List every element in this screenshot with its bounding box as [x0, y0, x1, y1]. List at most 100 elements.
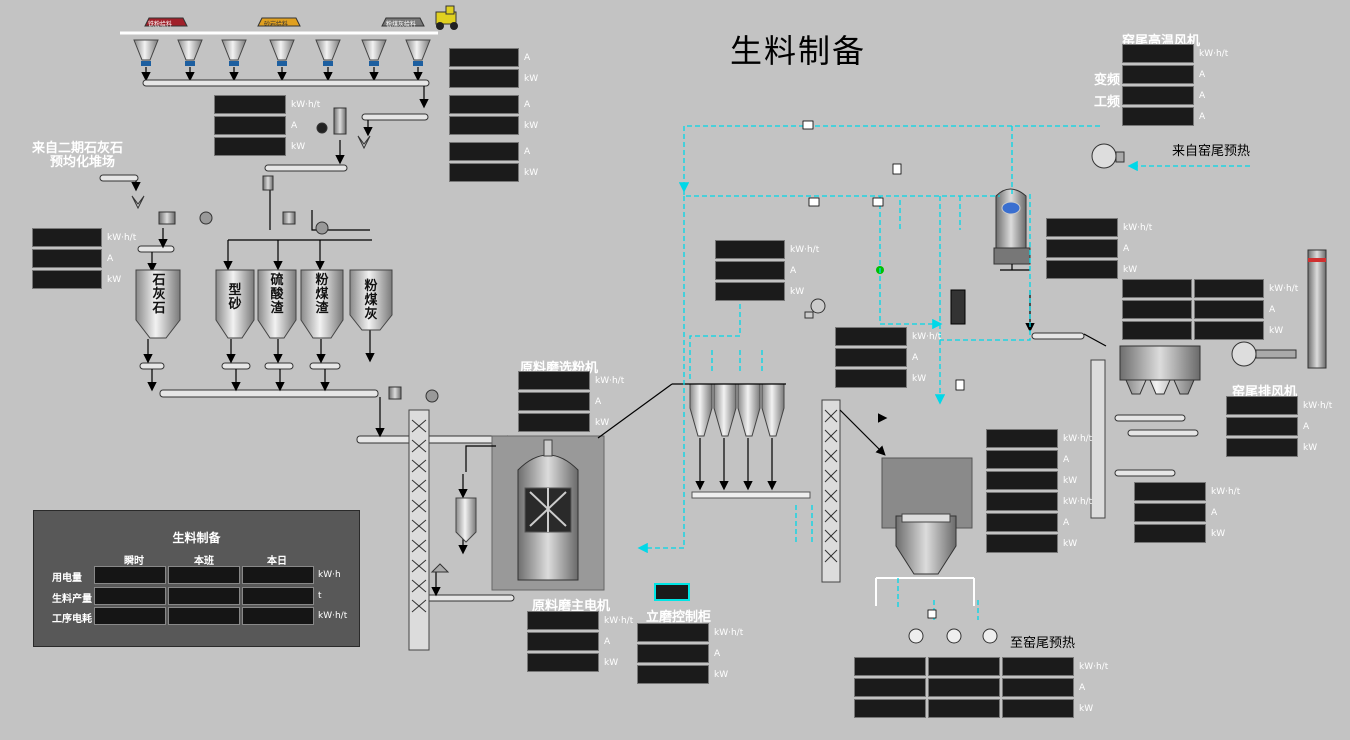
readout-row: kW·h/t [32, 228, 136, 247]
readout-cell [449, 69, 519, 88]
readout-unit: A [1303, 421, 1310, 432]
readout-cell [449, 163, 519, 182]
readout-row: kW [1046, 260, 1152, 279]
readout-unit: kW [524, 167, 539, 178]
readout-unit: A [1199, 69, 1206, 80]
readout-row: A [518, 392, 624, 411]
readout-cell [928, 699, 1000, 718]
readout-cell [214, 116, 286, 135]
summary-row-label: 生料产量 [52, 594, 92, 605]
readout-cell [637, 623, 709, 642]
readout-cell [518, 413, 590, 432]
readout-unit: A [1199, 111, 1206, 122]
readout-row: kW·h/t [1122, 44, 1228, 63]
readout-cell [1194, 300, 1264, 319]
readout-cell [1122, 44, 1194, 63]
summary-col-instant: 瞬时 [124, 556, 144, 567]
readout-row: A [715, 261, 819, 280]
feeder-icons [131, 107, 402, 400]
readout-row: kW [1226, 438, 1332, 457]
readout-row: A [1134, 503, 1240, 522]
readout-unit: kW [1079, 703, 1094, 714]
readout-unit: kW [1123, 264, 1138, 275]
readout-unit: A [524, 99, 531, 110]
readout-row: kW [715, 282, 819, 301]
belt-conveyors [99, 79, 1199, 602]
summary-cell [168, 587, 240, 605]
readout-cell [214, 95, 286, 114]
homogenizing-silo [839, 409, 973, 575]
readout-unit: A [1063, 517, 1070, 528]
summary-cell [242, 566, 314, 584]
readout-unit: A [595, 396, 602, 407]
readout-unit: kW [790, 286, 805, 297]
readout-row: kW [32, 270, 136, 289]
readout-cell [1046, 218, 1118, 237]
readout-unit: kW [595, 417, 610, 428]
readout-row: kW·h/t [986, 429, 1092, 448]
readout-unit: A [524, 52, 531, 63]
readout-row: kW·h/t [1122, 279, 1298, 298]
summary-col-day: 本日 [267, 556, 287, 567]
readout-unit: kW [1063, 538, 1078, 549]
readout-cell [1046, 260, 1118, 279]
control-cabinet-button[interactable] [654, 583, 690, 601]
readout-unit: A [107, 253, 114, 264]
from-preheater-label: 来自窑尾预热 [1172, 144, 1251, 159]
readout-row: kW·h/t [986, 492, 1092, 511]
readout-unit: kW [1063, 475, 1078, 486]
readout-unit: kW·h/t [1079, 661, 1109, 672]
readout-cell [214, 137, 286, 156]
small-fan-icons [804, 298, 826, 319]
readout-cell [986, 471, 1058, 490]
top-hoppers [133, 39, 431, 61]
readout-unit: kW·h/t [1211, 486, 1241, 497]
summary-cell [94, 587, 166, 605]
readout-cell [1002, 699, 1074, 718]
readout-unit: A [1211, 507, 1218, 518]
readout-row: A [637, 644, 743, 663]
readout-row: kW [1122, 321, 1298, 340]
summary-cell [168, 566, 240, 584]
readout-cell [32, 270, 102, 289]
readout-row: A [1226, 417, 1332, 436]
loader-signs [144, 17, 425, 27]
readout-unit: kW·h/t [1303, 400, 1333, 411]
readout-unit: kW·h/t [1063, 433, 1093, 444]
readout-unit: kW [604, 657, 619, 668]
readout-row: A [32, 249, 136, 268]
limestone-source-label-2: 预均化堆场 [50, 155, 116, 170]
readout-row: A [1122, 86, 1228, 105]
readout-cell [1046, 239, 1118, 258]
hopper-feeders [141, 61, 423, 66]
readout-cell [835, 327, 907, 346]
readout-unit: kW·h/t [790, 244, 820, 255]
readout-row: kW·h/t [527, 611, 633, 630]
readout-unit: kW·h/t [291, 99, 321, 110]
page-title: 生料制备 [730, 32, 867, 70]
readout-cell [518, 371, 590, 390]
readout-row: kW·h/t [715, 240, 819, 259]
readout-row: A [1046, 239, 1152, 258]
summary-cell [168, 607, 240, 625]
readout-row: kW [1134, 524, 1240, 543]
readout-row: A [1122, 300, 1298, 319]
readout-unit: kW [291, 141, 306, 152]
readout-cell [527, 611, 599, 630]
fan-icon [1091, 143, 1125, 169]
readout-cell [1122, 86, 1194, 105]
readout-unit: kW [524, 120, 539, 131]
readout-row: A [986, 513, 1092, 532]
readout-row: kW [527, 653, 633, 672]
readout-row: kW·h/t [637, 623, 743, 642]
readout-row: A [449, 95, 538, 114]
readout-unit: A [524, 146, 531, 157]
readout-cell [986, 450, 1058, 469]
